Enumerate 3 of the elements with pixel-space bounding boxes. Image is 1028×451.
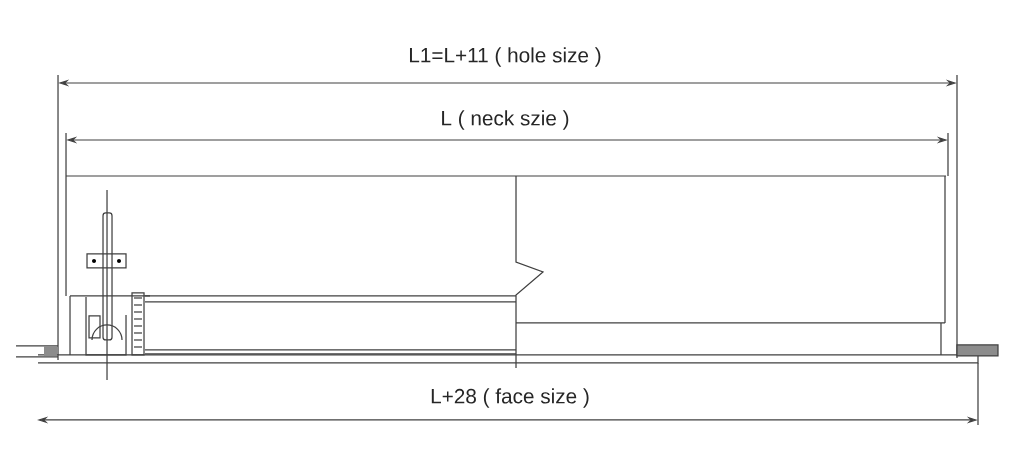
dimension-label: L1=L+11 ( hole size ) [405, 44, 605, 70]
dimension-label: L+28 ( face size ) [427, 385, 593, 411]
dimension-label: L ( neck szie ) [437, 107, 573, 133]
